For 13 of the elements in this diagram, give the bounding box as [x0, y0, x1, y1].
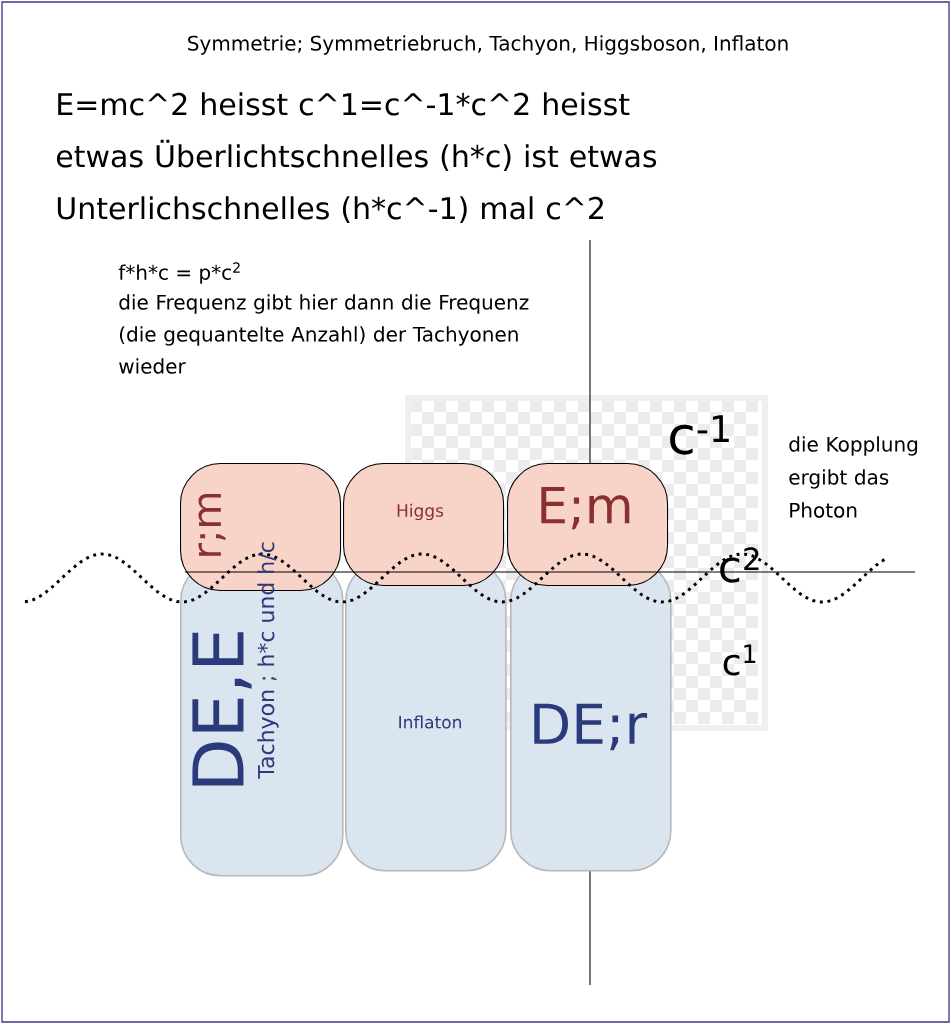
note-text: die Frequenz gibt hier dann die Frequenz (die gequantelte Anzahl) der Tachyonen wieder	[119, 294, 529, 374]
blob: Inflaton	[345, 560, 507, 872]
formula-text: f*h*c = p*c$^{2}$	[118, 262, 240, 284]
exponent-label: c$^{-1}$	[670, 415, 729, 455]
blob: Higgs	[343, 463, 505, 587]
rotated-text: Tachyon ; h*c und h/c	[257, 542, 279, 779]
title: Symmetrie; Symmetriebruch, Tachyon, Higgsboson, Inflaton	[188, 35, 788, 55]
heading-text: E=mc^2 heisst c^1=c^-1*c^2 heisst etwas Überlichtschnelles (h*c) ist etwas Unterlichschnelles (h*c^-1) mal c^2	[56, 92, 657, 223]
exponent-label: c$^{2}$	[720, 547, 759, 583]
exponent-label: c$^{1}$	[723, 644, 756, 676]
blob: E;m	[507, 463, 669, 587]
blob: DE;r	[510, 560, 672, 872]
note-text: die Kopplung ergibt das Photon	[789, 436, 918, 518]
